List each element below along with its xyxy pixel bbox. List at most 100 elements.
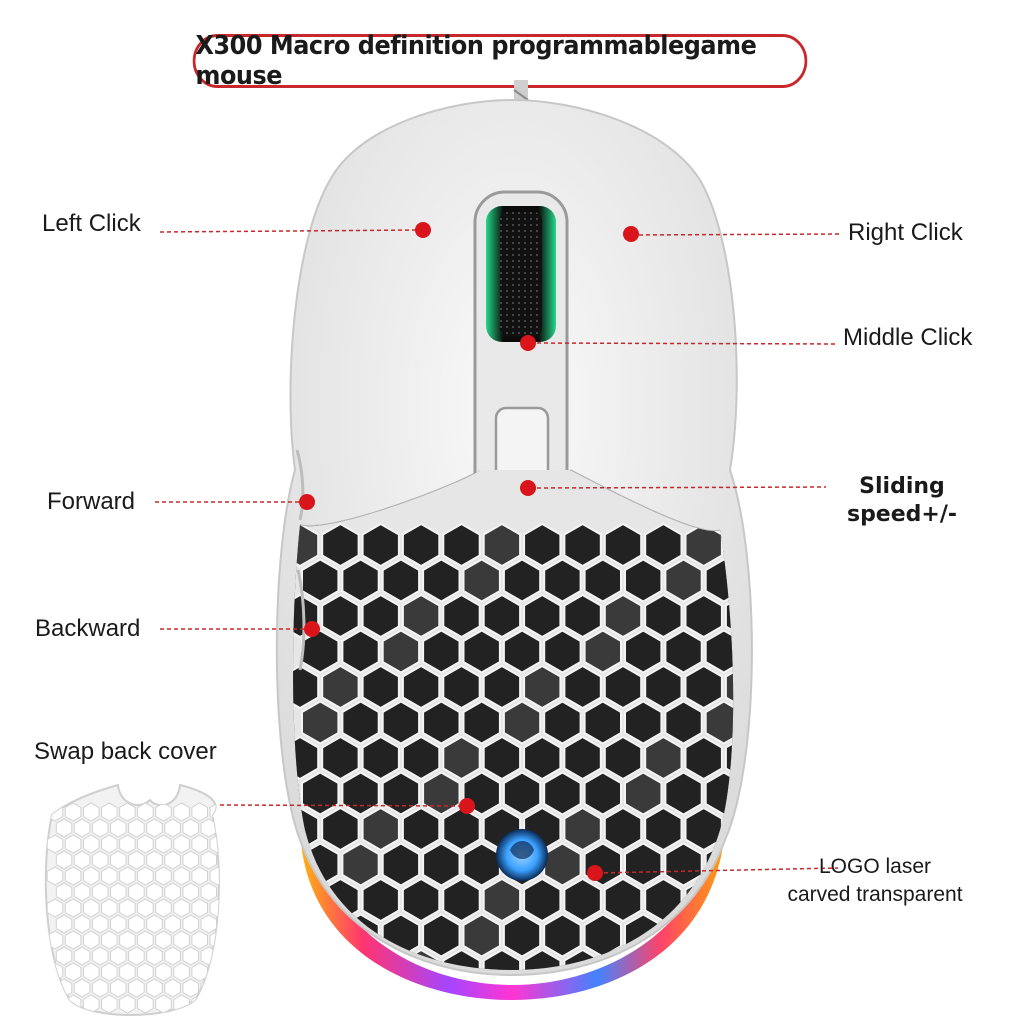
marker-forward [299,494,315,510]
cover-hole [55,850,73,870]
honeycomb-hole [302,986,338,1024]
cover-hole [101,834,118,854]
cover-hole [91,850,109,870]
cover-hole [155,834,172,854]
cover-hole [173,962,190,982]
label-sliding-line1: Sliding [859,474,945,499]
honeycomb-hole [422,842,461,887]
label-right-click: Right Click [848,219,963,246]
cover-hole [73,946,91,966]
label-swap-back-cover: Swap back cover [34,738,217,765]
honeycomb-hole [644,664,683,710]
cover-hole [64,866,82,886]
honeycomb-hole [603,593,643,639]
cover-hole [218,882,219,902]
honeycomb-hole [361,877,400,923]
cover-hole [146,946,163,966]
honeycomb-hole [563,522,602,568]
cover-hole [146,882,163,902]
honeycomb-hole [625,986,661,1024]
cover-hole [128,882,145,902]
cover-hole [173,898,190,918]
cover-hole [182,946,199,966]
cover-hole [119,866,136,886]
cover-hole [110,818,127,838]
cover-hole [119,962,136,982]
cover-hole [119,802,136,822]
honeycomb-hole [563,593,602,639]
cover-hole [128,818,145,838]
cover-hole [82,994,100,1014]
honeycomb-hole [603,735,643,781]
cover-hole [164,818,181,838]
cover-hole [64,834,82,854]
honeycomb-hole [684,806,723,852]
honeycomb-hole [293,735,320,781]
honeycomb-hole [401,735,441,781]
label-backward: Backward [35,615,141,642]
honeycomb-hole [724,877,734,923]
cover-hole [110,914,127,934]
honeycomb-hole [442,664,481,710]
cover-hole [218,914,219,934]
honeycomb-hole [361,593,400,639]
cover-hole [173,994,190,1014]
cover-hole [82,866,100,886]
cover-hole [101,898,118,918]
cover-hole [209,962,219,982]
cover-hole [73,882,91,902]
honeycomb-hole [523,877,562,923]
honeycomb-hole [442,877,481,923]
cover-hole [155,994,172,1014]
cover-hole [91,914,109,934]
cover-hole [82,930,100,950]
honeycomb-hole [321,948,360,970]
scroll-wheel [486,206,556,342]
cover-hole [73,818,91,838]
cover-hole [164,850,181,870]
cover-hole [46,834,64,854]
honeycomb-hole [746,702,782,744]
cover-hole [209,994,219,1014]
cover-hole [200,946,217,966]
cover-hole [182,882,199,902]
cover-hole [191,994,208,1014]
cover-hole [137,802,154,822]
cover-hole [191,834,208,854]
honeycomb-hole [482,522,522,568]
cover-hole [209,930,219,950]
honeycomb-hole [724,593,734,639]
cover-hole [137,898,154,918]
cover-hole [128,914,145,934]
cover-hole [173,834,190,854]
cover-hole [101,866,118,886]
honeycomb-hole [543,913,582,958]
cover-hole [82,962,100,982]
callout-lines [155,229,843,874]
cover-hole [182,914,199,934]
honeycomb-hole [381,771,421,816]
honeycomb-hole [462,842,501,887]
honeycomb-hole [401,806,441,852]
honeycomb-hole [401,877,441,923]
honeycomb-hole [603,522,643,568]
honeycomb-hole [442,593,481,639]
cover-hole [218,946,219,966]
honeycomb-hole [746,560,782,602]
honeycomb-hole [401,522,441,568]
swap-back-cover [44,783,220,1016]
honeycomb-hole [462,558,501,603]
cover-hole [110,946,127,966]
cover-hole [55,978,73,998]
cover-hole [101,994,118,1014]
honeycomb-hole [341,700,380,745]
cover-hole [191,962,208,982]
callout-markers [299,222,639,881]
honeycomb-shell [293,470,782,1024]
cover-hole [128,850,145,870]
cover-hole [64,898,82,918]
cover-hole [64,802,82,822]
cover-hole [164,978,181,998]
cover-hole [146,818,163,838]
honeycomb-hole [301,558,340,603]
